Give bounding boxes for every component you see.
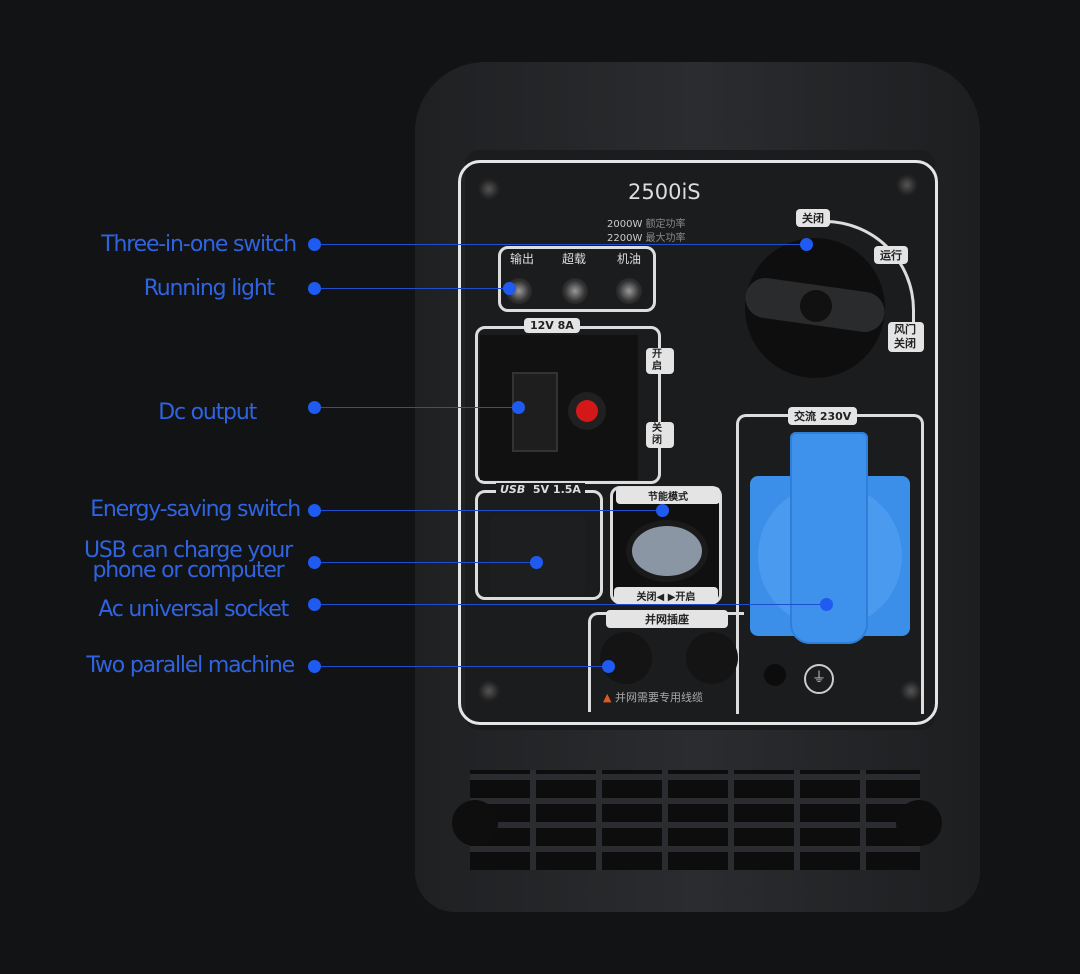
parallel-socket-right[interactable] — [686, 632, 738, 684]
annotation-dot — [308, 504, 321, 517]
screw-icon — [900, 680, 922, 702]
annotation-ac-socket: Ac universal socket — [98, 597, 289, 622]
ground-terminal — [764, 664, 786, 686]
annotation-dot — [656, 504, 669, 517]
eco-off-label: 关闭◀ — [636, 592, 665, 603]
vent-grille-bars — [470, 770, 920, 870]
indicator-label-overload: 超载 — [562, 252, 587, 266]
indicator-label-oil: 机油 — [617, 252, 642, 266]
annotation-dot — [503, 282, 516, 295]
warning-icon: ▲ — [603, 691, 612, 704]
foot-left — [452, 800, 498, 846]
leader-line — [314, 244, 806, 245]
annotation-dot — [512, 401, 525, 414]
switch-choke-label: 风门关闭 — [888, 322, 924, 352]
ac-socket-lid[interactable] — [790, 432, 868, 644]
max-power-label: 最大功率 — [645, 233, 686, 244]
eco-rocker-switch[interactable] — [626, 520, 708, 582]
parallel-warning: 并网需要专用线缆 — [614, 691, 703, 704]
leader-line — [314, 604, 826, 605]
annotation-dot — [800, 238, 813, 251]
parallel-socket-left[interactable] — [600, 632, 652, 684]
annotation-dot — [820, 598, 833, 611]
eco-on-label: ▶开启 — [667, 592, 696, 603]
annotation-dot — [530, 556, 543, 569]
max-power: 2200W — [607, 233, 643, 244]
annotation-dot — [602, 660, 615, 673]
annotation-dot — [308, 238, 321, 251]
oil-light — [616, 278, 642, 304]
annotation-dot — [308, 660, 321, 673]
usb-logo: USB — [500, 483, 526, 496]
overload-light — [562, 278, 588, 304]
annotation-dot — [308, 282, 321, 295]
panel-outline — [458, 160, 938, 725]
annotation-parallel: Two parallel machine — [86, 653, 295, 678]
annotation-dot — [308, 598, 321, 611]
annotation-three-in-one-switch: Three-in-one switch — [101, 232, 297, 257]
switch-off-label: 关闭 — [796, 209, 830, 227]
dc-reset-button[interactable] — [576, 400, 598, 422]
annotation-dot — [308, 556, 321, 569]
screw-icon — [896, 174, 918, 196]
indicator-label-output: 输出 — [510, 252, 535, 266]
model-name: 2500iS — [628, 180, 701, 204]
leader-line — [314, 562, 536, 563]
leader-line — [314, 510, 662, 511]
ground-icon: ⏚ — [804, 664, 834, 694]
annotation-running-light: Running light — [143, 276, 276, 301]
indicator-panel — [498, 246, 656, 312]
switch-run-label: 运行 — [874, 246, 908, 264]
dc-on-label: 开启 — [646, 348, 674, 374]
annotation-energy-saving-switch: Energy-saving switch — [90, 497, 301, 522]
eco-label: 节能模式 — [616, 487, 720, 504]
usb-port-cover[interactable] — [490, 515, 585, 595]
ac-label: 交流 230V — [788, 407, 858, 425]
screw-icon — [478, 178, 500, 200]
parallel-label: 并网插座 — [606, 610, 728, 628]
usb-rating: 5V 1.5A — [532, 483, 581, 496]
rated-power-label: 额定功率 — [645, 219, 686, 230]
leader-line — [314, 407, 518, 408]
foot-right — [896, 800, 942, 846]
dc-off-label: 关闭 — [646, 422, 674, 448]
screw-icon — [478, 680, 500, 702]
dc-rating: 12V 8A — [524, 318, 580, 333]
annotation-dc-output: Dc output — [158, 400, 257, 425]
leader-line — [314, 288, 509, 289]
leader-line — [314, 666, 608, 667]
annotation-usb: USB can charge your phone or computer — [83, 538, 293, 583]
rated-power: 2000W — [607, 219, 643, 230]
annotation-dot — [308, 401, 321, 414]
